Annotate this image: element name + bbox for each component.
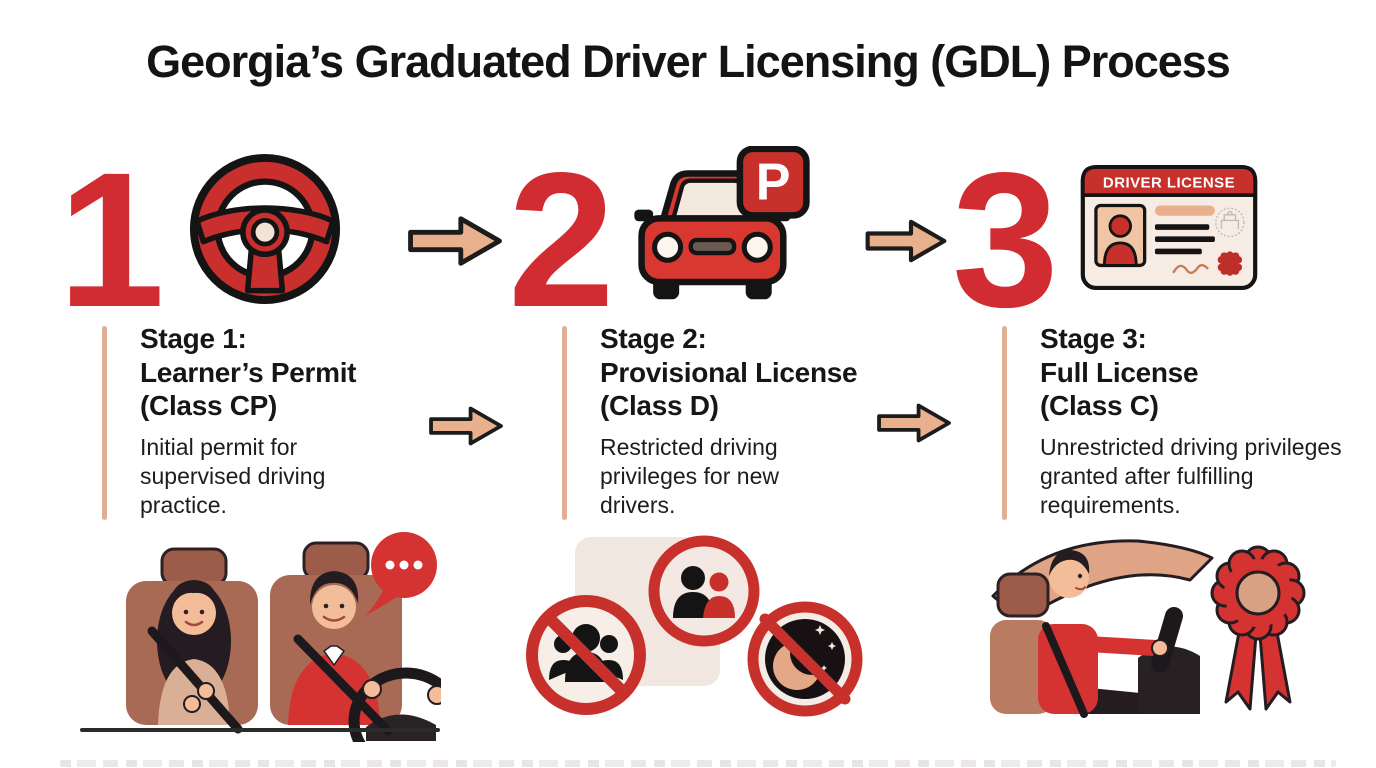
arrow-right-icon bbox=[406, 212, 504, 270]
driver-license-card-icon: DRIVER LICENSE bbox=[1080, 164, 1258, 291]
stage-1-number: 1 bbox=[58, 132, 165, 347]
no-passengers-sign bbox=[526, 595, 646, 715]
steering-wheel bbox=[348, 667, 441, 742]
full-license-illustration bbox=[988, 524, 1318, 724]
restrictions-illustration bbox=[525, 530, 880, 726]
stage-2-number: 2 bbox=[508, 132, 615, 347]
stage-1-heading-line-2: Learner’s Permit bbox=[140, 356, 357, 388]
stage-3-heading-line-3: (Class C) bbox=[1040, 390, 1159, 422]
speech-bubble-icon bbox=[364, 532, 437, 616]
stage-1-panel: Stage 1: Learner’s Permit (Class CP) Ini… bbox=[102, 322, 452, 520]
stage-3-heading-line-1: Stage 3: bbox=[1040, 323, 1147, 354]
award-ribbon-icon bbox=[1210, 545, 1306, 711]
cut-off-bottom-text bbox=[60, 760, 1336, 767]
stage-1-description: Initial permit for supervised driving pr… bbox=[140, 433, 326, 518]
stage-3-number: 3 bbox=[952, 132, 1059, 347]
stage-3-heading: Stage 3: Full License (Class C) bbox=[1040, 322, 1354, 423]
arrow-right-icon bbox=[864, 216, 948, 266]
supervised-driving-illustration bbox=[66, 518, 441, 742]
stage-2-description: Restricted driving privileges for new dr… bbox=[600, 433, 779, 518]
signature-line bbox=[1172, 264, 1209, 274]
passenger-limit-sign bbox=[648, 535, 760, 647]
stage-2-heading-line-1: Stage 2: bbox=[600, 323, 707, 354]
permit-plate-letter: P bbox=[756, 154, 791, 212]
stage-3-panel: Stage 3: Full License (Class C) Unrestri… bbox=[1002, 322, 1354, 520]
stage-3-heading-line-2: Full License bbox=[1040, 356, 1199, 388]
car-with-permit-plate-icon: P bbox=[630, 146, 818, 308]
supervisor-driver-figure bbox=[288, 571, 441, 742]
stage-2-heading-line-3: (Class D) bbox=[600, 390, 719, 422]
stage-2-heading: Stage 2: Provisional License (Class D) bbox=[600, 322, 912, 423]
stage-2-heading-line-2: Provisional License bbox=[600, 356, 858, 388]
solo-driver-scene bbox=[990, 539, 1214, 718]
arrow-right-icon bbox=[428, 402, 504, 450]
permit-plate-icon: P bbox=[736, 146, 810, 219]
watermark-seal-icon bbox=[1215, 207, 1245, 238]
arrow-right-icon bbox=[876, 399, 952, 447]
stage-3-description: Unrestricted driving privileges granted … bbox=[1040, 433, 1342, 518]
license-card-header: DRIVER LICENSE bbox=[1103, 175, 1235, 192]
steering-wheel-icon bbox=[186, 150, 344, 308]
stage-1-heading-line-3: (Class CP) bbox=[140, 390, 278, 422]
no-night-driving-sign bbox=[747, 601, 863, 717]
stage-1-heading-line-1: Stage 1: bbox=[140, 323, 247, 354]
wax-seal-icon bbox=[1217, 251, 1243, 276]
stage-2-panel: Stage 2: Provisional License (Class D) R… bbox=[562, 322, 912, 520]
stage-1-heading: Stage 1: Learner’s Permit (Class CP) bbox=[140, 322, 452, 423]
page-title: Georgia’s Graduated Driver Licensing (GD… bbox=[146, 36, 1231, 87]
learner-passenger-figure bbox=[147, 580, 243, 734]
